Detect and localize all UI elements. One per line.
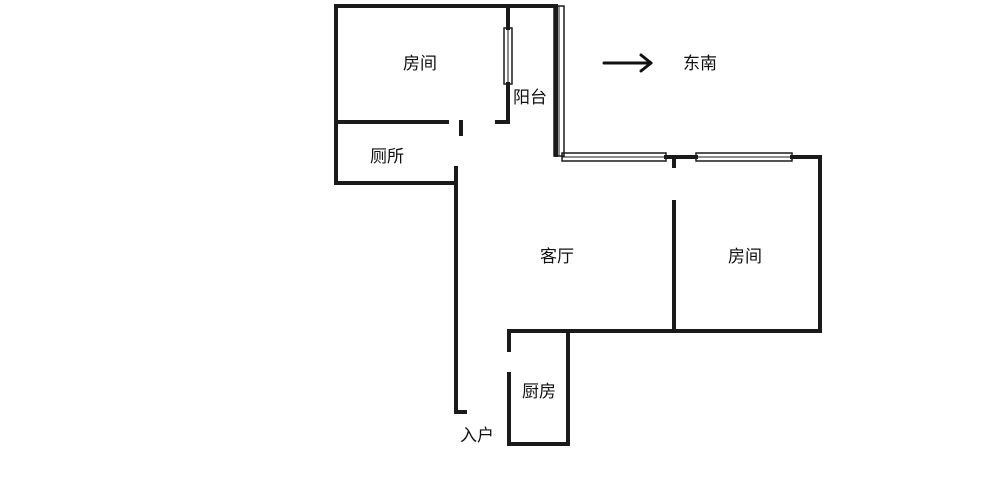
arrow-right-icon [602, 53, 653, 73]
window-balcony-vertical [553, 5, 565, 157]
window-bedroom-east [695, 152, 793, 162]
room-label-balcony: 阳台 [513, 88, 547, 108]
window-balcony-horizontal [561, 152, 667, 162]
room-label-bedroom-north: 房间 [403, 54, 437, 74]
walls [334, 4, 822, 446]
room-label-kitchen: 厨房 [522, 382, 556, 402]
room-label-bedroom-east: 房间 [728, 247, 762, 267]
room-label-living-room: 客厅 [540, 247, 574, 267]
entrance-label: 入户 [460, 426, 494, 446]
room-label-toilet: 厕所 [370, 147, 404, 167]
orientation-label: 东南 [683, 54, 717, 74]
window-bedroom-north [503, 27, 513, 85]
